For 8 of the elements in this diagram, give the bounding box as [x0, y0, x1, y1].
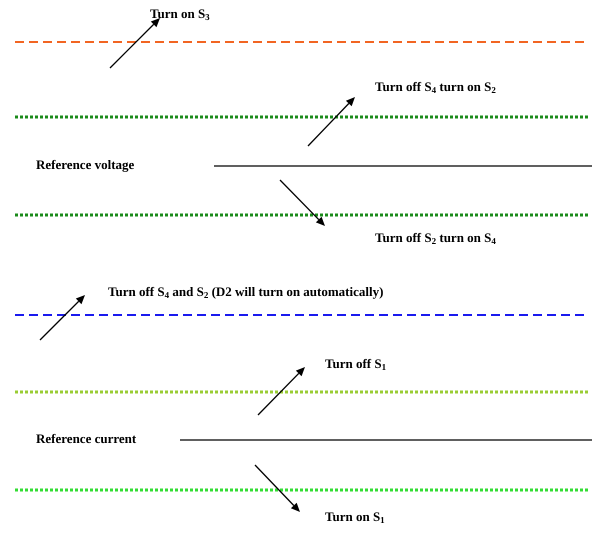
label-text: Turn off S$_{4}$ and S$_{2}$ (D2 will turn on automatically) [108, 284, 384, 300]
label-text: Turn off S$_{1}$ [325, 356, 386, 372]
label-text: Turn on S$_{1}$ [325, 509, 385, 525]
label-text: Turn off S$_{2}$ turn on S$_{4}$ [375, 230, 496, 246]
label-text: Reference current [36, 431, 136, 447]
label-text: Turn off S$_{4}$ turn on S$_{2}$ [375, 79, 496, 95]
label-text: Reference voltage [36, 157, 134, 173]
label-text: Turn on S$_{3}$ [150, 6, 210, 22]
